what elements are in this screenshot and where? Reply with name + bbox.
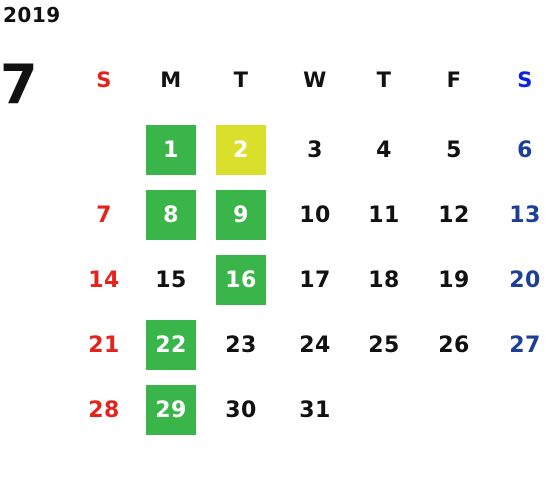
day-cell[interactable]: 22 (146, 320, 196, 370)
weekday-thursday: T (376, 68, 392, 92)
day-cell[interactable]: 29 (146, 385, 196, 435)
day-cell[interactable]: 30 (225, 397, 257, 423)
day-cell[interactable]: 2 (216, 125, 266, 175)
week-row-2: 7 8 9 10 11 12 13 (0, 190, 548, 240)
weekday-sunday: S (96, 68, 112, 92)
day-cell[interactable]: 13 (509, 202, 541, 228)
day-cell[interactable]: 16 (216, 255, 266, 305)
day-cell[interactable]: 21 (88, 332, 120, 358)
week-row-4: 21 22 23 24 25 26 27 (0, 320, 548, 370)
day-cell[interactable]: 10 (299, 202, 331, 228)
day-cell[interactable]: 1 (146, 125, 196, 175)
year-label: 2019 (3, 3, 61, 27)
day-cell[interactable]: 28 (88, 397, 120, 423)
week-row-3: 14 15 16 17 18 19 20 (0, 255, 548, 305)
day-cell[interactable] (79, 125, 129, 175)
month-label: 7 (0, 53, 38, 116)
day-cell[interactable]: 11 (368, 202, 400, 228)
day-cell[interactable]: 6 (517, 137, 533, 163)
day-cell[interactable]: 3 (307, 137, 323, 163)
day-cell[interactable]: 4 (376, 137, 392, 163)
weekday-wednesday: W (303, 68, 327, 92)
day-cell[interactable]: 9 (216, 190, 266, 240)
day-cell[interactable]: 7 (96, 202, 112, 228)
day-cell[interactable]: 19 (438, 267, 470, 293)
day-cell[interactable]: 24 (299, 332, 331, 358)
day-cell (500, 385, 548, 435)
day-cell[interactable]: 15 (155, 267, 187, 293)
day-cell[interactable]: 8 (146, 190, 196, 240)
day-cell[interactable]: 31 (299, 397, 331, 423)
week-row-1: 1 2 3 4 5 6 (0, 125, 548, 175)
weekday-saturday: S (517, 68, 533, 92)
day-cell[interactable]: 5 (446, 137, 462, 163)
day-cell[interactable]: 26 (438, 332, 470, 358)
day-cell (429, 385, 479, 435)
day-cell[interactable]: 20 (509, 267, 541, 293)
day-cell[interactable]: 25 (368, 332, 400, 358)
day-cell (359, 385, 409, 435)
weekday-monday: M (160, 68, 182, 92)
weekday-tuesday: T (233, 68, 249, 92)
day-cell[interactable]: 12 (438, 202, 470, 228)
day-cell[interactable]: 14 (88, 267, 120, 293)
day-cell[interactable]: 27 (509, 332, 541, 358)
day-cell[interactable]: 17 (299, 267, 331, 293)
day-cell[interactable]: 18 (368, 267, 400, 293)
day-cell[interactable]: 23 (225, 332, 257, 358)
weekday-friday: F (446, 68, 462, 92)
week-row-5: 28 29 30 31 (0, 385, 548, 435)
weekday-header-row: S M T W T F S (0, 55, 548, 105)
